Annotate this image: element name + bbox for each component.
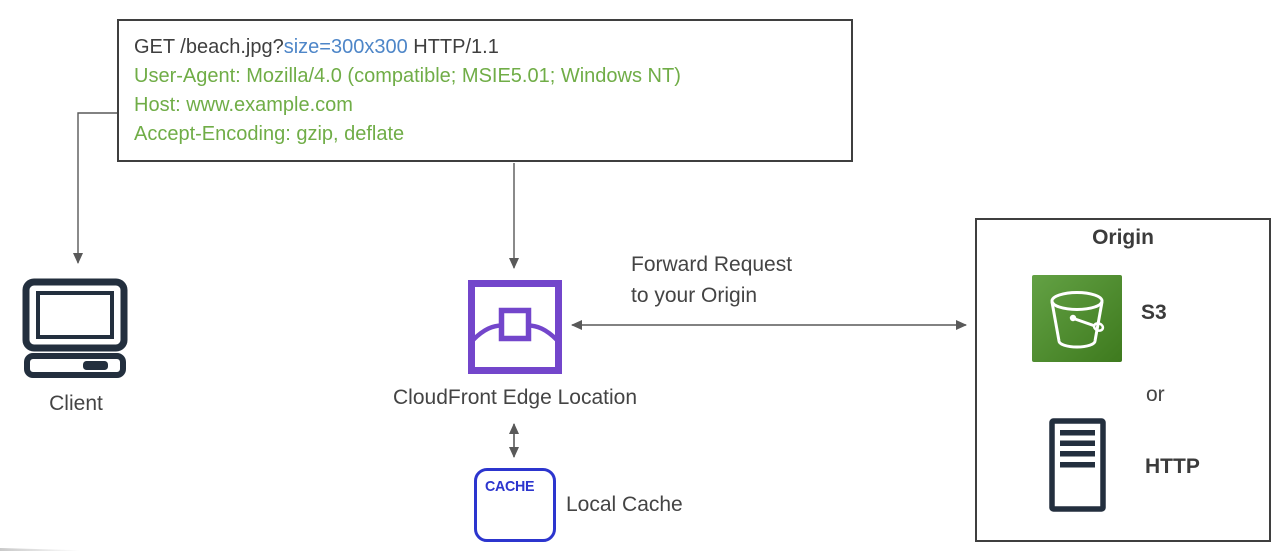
cloudfront-edge-location-icon: [468, 280, 562, 374]
arrow-request-to-client: [73, 112, 117, 264]
client-label: Client: [49, 392, 103, 415]
s3-bucket-icon: [1032, 275, 1122, 362]
or-label: or: [1146, 383, 1165, 406]
http-server-icon: [1049, 418, 1106, 512]
origin-title: Origin: [1092, 226, 1154, 249]
corner-sliver-decoration: [0, 548, 80, 551]
cloudfront-label: CloudFront Edge Location: [393, 386, 637, 409]
origin-box: [975, 218, 1271, 542]
request-line-1: GET /beach.jpg?size=300x300 HTTP/1.1: [134, 33, 851, 62]
forward-request-line1: Forward Request: [631, 253, 793, 276]
request-header-host: Host: www.example.com: [134, 94, 353, 116]
request-method-path: GET /beach.jpg?: [134, 36, 284, 58]
client-computer-icon: [22, 278, 128, 378]
request-header-accept-encoding: Accept-Encoding: gzip, deflate: [134, 123, 405, 145]
request-query-string: size=300x300: [283, 36, 408, 58]
cache-icon: CACHE: [474, 468, 556, 542]
request-header-user-agent: User-Agent: Mozilla/4.0 (compatible; MSI…: [134, 65, 681, 87]
forward-request-annotation: Forward Request to your Origin: [631, 249, 792, 311]
request-protocol: HTTP/1.1: [407, 36, 499, 58]
http-request-box: GET /beach.jpg?size=300x300 HTTP/1.1 Use…: [117, 19, 853, 162]
cache-badge-text: CACHE: [485, 478, 535, 495]
local-cache-label: Local Cache: [566, 493, 683, 516]
http-label: HTTP: [1145, 455, 1200, 478]
forward-request-line2: to your Origin: [631, 284, 758, 307]
s3-label: S3: [1141, 301, 1167, 324]
